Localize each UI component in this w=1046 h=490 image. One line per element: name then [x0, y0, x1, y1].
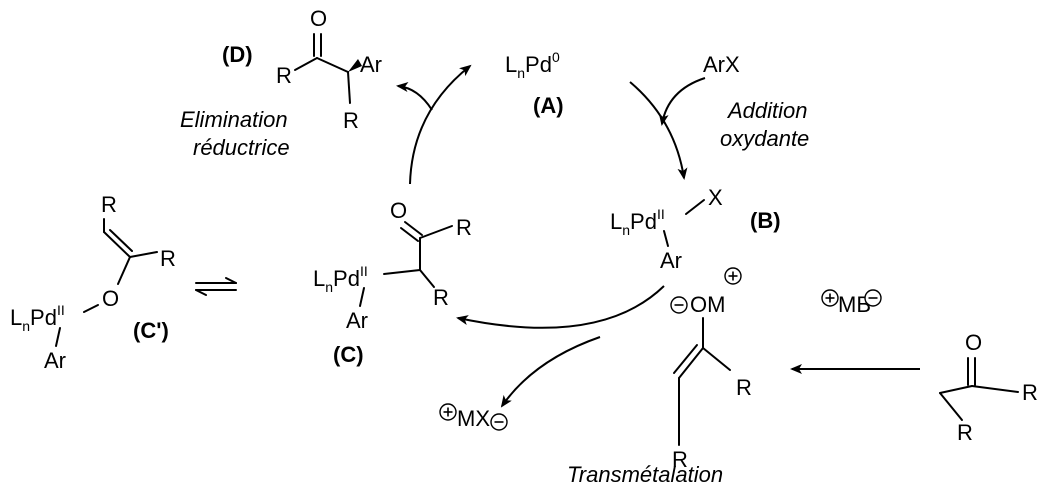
species-C-prime-r2: R: [160, 246, 176, 271]
enolate-plus-icon: [724, 267, 742, 285]
enolate-minus-icon: [670, 296, 688, 314]
species-A: LnPd0 (A): [505, 49, 564, 118]
equilibrium-arrows: [195, 277, 237, 296]
bond-k-c-r: [971, 385, 1019, 393]
step-oxidative-addition-line2: oxydante: [720, 126, 809, 151]
bond-cp-pd-ar: [55, 327, 61, 347]
species-C-prime-oxygen: O: [102, 286, 119, 311]
step-reductive-elimination-line1: Elimination: [180, 107, 288, 132]
bond-c-co-1: [404, 221, 423, 236]
arrow-mx-release: [500, 336, 601, 408]
bond-cp-cc-2: [109, 229, 133, 252]
enolate-r2: R: [672, 447, 688, 472]
species-enolate: OM R R: [670, 267, 752, 472]
reagent-base: MB: [821, 289, 882, 317]
species-B-label: (B): [750, 208, 781, 233]
step-oxidative-addition-line1: Addition: [726, 98, 808, 123]
enolate-oxygen: OM: [690, 292, 725, 317]
species-A-label: (A): [533, 93, 564, 118]
species-D-ar: Ar: [360, 52, 382, 77]
species-C-formula: LnPdII: [313, 263, 368, 295]
bond-cp-c-o: [117, 256, 131, 285]
bond-c-c-r: [419, 225, 453, 239]
species-C-ar: Ar: [346, 308, 368, 333]
base-minus-icon: [864, 289, 882, 307]
species-D-oxygen: O: [310, 6, 327, 31]
species-C-prime-formula: LnPdII: [10, 302, 65, 334]
bond-c-ca-pd: [383, 269, 421, 275]
base-plus-icon: [821, 289, 839, 307]
bond-en-cc-1: [678, 347, 704, 379]
species-C-prime-label: (C'): [133, 318, 169, 343]
bond-k-ch2-r: [939, 392, 963, 421]
ketone-oxygen: O: [965, 330, 982, 355]
byproduct-plus-icon: [439, 403, 457, 421]
bond-cp-o-pd: [83, 304, 99, 313]
byproduct-mx: MX: [439, 403, 508, 431]
arrow-transmetalation: [456, 285, 665, 329]
arrow-arx-enters: [658, 77, 706, 126]
bond-c-pd-ar: [359, 287, 365, 307]
enolate-r1: R: [736, 375, 752, 400]
ketone-r1: R: [1022, 380, 1038, 405]
species-C-prime: R R O LnPdII Ar (C'): [10, 192, 176, 373]
ketone-r2: R: [957, 420, 973, 445]
byproduct-minus-icon: [490, 413, 508, 431]
arrow-reductive-elimination: [409, 64, 472, 185]
species-C-r1: R: [456, 215, 472, 240]
species-D: (D) O R Ar R: [222, 6, 382, 133]
step-reductive-elimination-line2: réductrice: [193, 135, 290, 160]
bond-en-c-r: [702, 347, 731, 371]
species-B-ar: Ar: [660, 248, 682, 273]
arrow-product-release: [396, 82, 433, 111]
bond-d-c-r: [294, 57, 318, 71]
bond-d-c-ca: [316, 57, 349, 73]
equilibrium-lower-barb: [195, 289, 207, 296]
byproduct-formula: MX: [457, 406, 490, 431]
bond-c-co-2: [400, 227, 419, 242]
equilibrium-upper-barb: [225, 277, 237, 284]
step-transmetalation: Transmétalation: [567, 462, 723, 487]
bond-cp-c-r: [129, 251, 158, 258]
species-C-label: (C): [333, 342, 364, 367]
bond-b-pd-ar: [663, 230, 669, 247]
species-D-label: (D): [222, 42, 253, 67]
species-C-prime-r1: R: [101, 192, 117, 217]
species-C: O R R LnPdII Ar (C): [313, 198, 472, 367]
species-B-x: X: [708, 185, 723, 210]
bond-en-cc-2: [673, 344, 698, 374]
bond-d-wedge-ar: [348, 59, 362, 72]
species-B: LnPdII X Ar (B): [610, 185, 781, 273]
bond-d-ca-r: [347, 71, 351, 104]
species-D-r2: R: [343, 108, 359, 133]
species-C-oxygen: O: [390, 198, 407, 223]
species-B-formula: LnPdII: [610, 206, 665, 238]
species-A-formula: LnPd0: [505, 49, 560, 81]
bond-k-c-ch2: [939, 385, 973, 394]
reagent-arx: ArX: [703, 52, 740, 77]
bond-cp-cc-1: [103, 231, 131, 258]
species-C-r2: R: [433, 285, 449, 310]
bond-c-ca-r: [419, 269, 435, 288]
bond-b-pd-x: [685, 199, 705, 215]
species-ketone: O R R: [939, 330, 1038, 445]
species-D-r1: R: [276, 63, 292, 88]
species-C-prime-ar: Ar: [44, 348, 66, 373]
